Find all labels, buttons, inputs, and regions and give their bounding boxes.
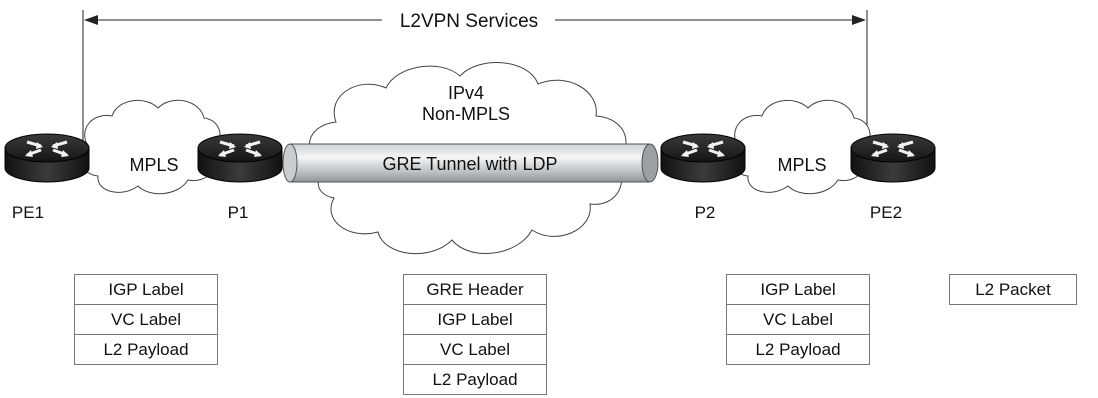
packet-stack-core: GRE Header IGP Label VC Label L2 Payload <box>403 274 547 395</box>
router-pe2 <box>849 132 937 184</box>
packet-stack-p2-pe2: IGP Label VC Label L2 Payload <box>726 274 870 365</box>
services-label: L2VPN Services <box>400 11 538 32</box>
router-p2 <box>659 132 747 184</box>
mpls-cloud-right: MPLS <box>730 99 871 195</box>
services-span: L2VPN Services <box>82 10 868 150</box>
router-pe1 <box>3 132 91 184</box>
gre-tunnel: GRE Tunnel with LDP <box>282 143 659 183</box>
tunnel-label: GRE Tunnel with LDP <box>382 154 557 174</box>
router-label-p1: P1 <box>228 203 249 222</box>
arrowhead-left-icon <box>84 15 98 25</box>
router-icon <box>196 132 284 184</box>
stack-cell: L2 Packet <box>949 274 1077 305</box>
core-label-line2: Non-MPLS <box>422 104 510 124</box>
packet-stack-pe1-p1: IGP Label VC Label L2 Payload <box>74 274 218 365</box>
stack-cell: L2 Payload <box>726 334 870 365</box>
stack-cell: L2 Payload <box>403 364 547 395</box>
mpls-label-left: MPLS <box>129 155 178 175</box>
router-icon <box>659 132 747 184</box>
stack-cell: L2 Payload <box>74 334 218 365</box>
packet-stack-egress: L2 Packet <box>949 274 1077 305</box>
arrowhead-right-icon <box>852 15 866 25</box>
stack-cell: IGP Label <box>74 274 218 305</box>
stack-cell: VC Label <box>726 304 870 335</box>
router-label-pe2: PE2 <box>870 203 902 222</box>
router-icon <box>849 132 937 184</box>
stack-cell: GRE Header <box>403 274 547 305</box>
router-p1 <box>196 132 284 184</box>
stack-cell: VC Label <box>74 304 218 335</box>
stack-cell: VC Label <box>403 334 547 365</box>
core-label-line1: IPv4 <box>448 83 484 103</box>
stack-cell: IGP Label <box>726 274 870 305</box>
stack-cell: IGP Label <box>403 304 547 335</box>
mpls-label-right: MPLS <box>777 155 826 175</box>
router-icon <box>3 132 91 184</box>
router-label-p2: P2 <box>695 203 716 222</box>
router-label-pe1: PE1 <box>12 203 44 222</box>
